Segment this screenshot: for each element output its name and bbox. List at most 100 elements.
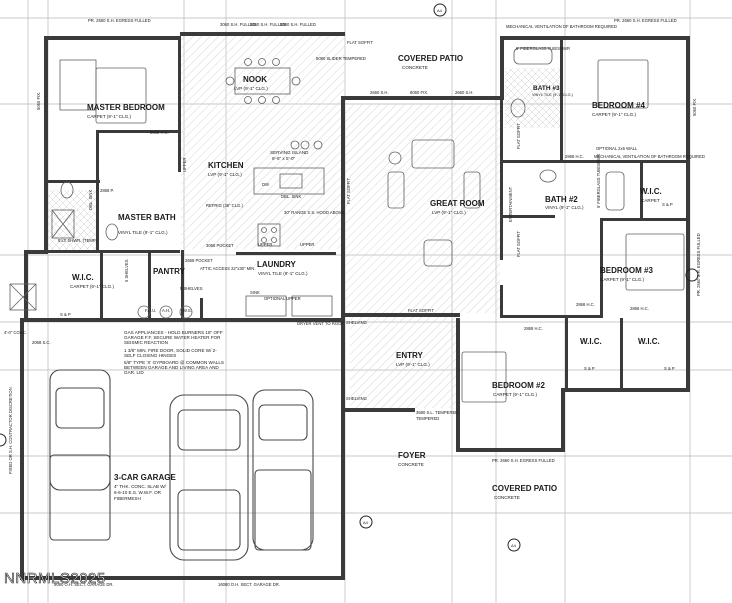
- room-name-garage: 3-CAR GARAGE: [114, 473, 176, 482]
- room-name-bedroom2: BEDROOM #2: [492, 381, 545, 390]
- room-name-wic-b4: W.I.C.: [640, 187, 662, 196]
- window-nook-door: 5080 SLIDER TEMPERED: [316, 56, 366, 61]
- sp-2: S & P: [584, 366, 595, 371]
- flat-soffit-4: FLAT SOFFIT: [516, 231, 521, 257]
- room-name-bedroom4: BEDROOM #4: [592, 101, 645, 110]
- closet-door-label: 2868 H.C.: [630, 306, 649, 311]
- sp-3: S & P: [664, 366, 675, 371]
- window-master-top: PR. 2660 S.H. EGRESS FULLED: [88, 18, 151, 23]
- flat-soffit-5: FLAT SOFFIT: [516, 123, 521, 149]
- room-spec-bedroom2: CARPET (9'-1" CLG.): [493, 392, 538, 397]
- note-fire-door: 1 3/8" MIN. FIRE DOOR, SOLID CORE W/ 2-S…: [124, 347, 217, 358]
- door-mb: 2868 P.: [100, 188, 114, 193]
- upper-label-1: UPPER: [182, 158, 187, 172]
- room-name-covered-patio-north: COVERED PATIO: [398, 54, 463, 63]
- room-spec-covered-patio-south: CONCRETE: [494, 495, 520, 500]
- flat-soffit-2: FLAT SOFFIT: [346, 178, 351, 204]
- room-name-great-room: GREAT ROOM: [430, 199, 485, 208]
- furniture: [9, 47, 685, 403]
- room-name-master-bedroom: MASTER BEDROOM: [87, 103, 165, 112]
- room-spec-master-bedroom: CARPET (9'-1" CLG.): [87, 114, 132, 119]
- room-name-laundry: LAUNDRY: [257, 260, 296, 269]
- garage-door-1: 9080 O.H. SECT. GARAGE DR.: [54, 582, 114, 587]
- ws-label: W.S.: [183, 308, 192, 313]
- sp-4: S & P: [662, 202, 673, 207]
- tempered-label: TEMPERED: [416, 416, 439, 421]
- window-callouts: PR. 2660 S.H. EGRESS FULLED 3060 S.H. FU…: [36, 18, 701, 463]
- flat-soffit-1: FLAT SOFFIT: [347, 40, 373, 45]
- door-b3-hc: 2868 H.C.: [576, 302, 595, 307]
- room-spec-serving-island: 8'-6" x 5'-0": [272, 156, 296, 161]
- garage-side-door-label: 2068 S.C.: [32, 340, 51, 345]
- room-spec-covered-patio-north: CONCRETE: [402, 65, 428, 70]
- room-name-bath3: BATH #3: [533, 85, 560, 92]
- shelving-label-1: SHELVING: [346, 320, 367, 325]
- door-b2-hc: 2868 H.C.: [524, 326, 543, 331]
- room-name-wic-b3a: W.I.C.: [580, 337, 602, 346]
- window-nook-3: 3060 S.H. FULLED: [280, 22, 316, 27]
- door-pantry-pocket: 2668 POCKET: [185, 258, 213, 263]
- window-gr-3: 2660 S.H.: [455, 90, 474, 95]
- room-spec-bedroom4: CARPET (9'-1" CLG.): [592, 112, 637, 117]
- dbl-sink-label: DBL. SINK: [281, 194, 301, 199]
- room-name-bedroom3: BEDROOM #3: [600, 266, 653, 275]
- window-gr-2: 8060 FIX.: [410, 90, 428, 95]
- room-name-covered-patio-south: COVERED PATIO: [492, 484, 557, 493]
- shelving-label-2: SHELVING: [346, 396, 367, 401]
- dbl-sink-master-label: DBL. SINK: [88, 190, 93, 210]
- window-b4-right: 5060 FIX.: [692, 98, 697, 116]
- room-name-bath2: BATH #2: [545, 195, 578, 204]
- shelves-2: 5 SHELVES: [180, 286, 203, 291]
- window-master-left: 5060 FIX.: [36, 92, 41, 110]
- tub-bath3-label: 5' FIBERGLASS TUB/SHWR: [516, 46, 570, 51]
- shower-label: 5'x3' SHWR. (TEMP): [58, 238, 98, 243]
- room-name-foyer: FOYER: [398, 451, 426, 460]
- entertainment-label: ENTERTAINMENT: [508, 186, 513, 222]
- window-gr-1: 2660 S.H.: [370, 90, 389, 95]
- window-b4-top: PR. 2660 S.H. EGRESS FULLED: [614, 18, 677, 23]
- walls: [20, 32, 690, 580]
- upper-label-3: UPPER: [300, 242, 314, 247]
- room-spec-garage-1: 4" THK. CONC. SLAB W/: [114, 484, 167, 489]
- room-name-master-bath: MASTER BATH: [118, 213, 176, 222]
- sink-label: SINK: [250, 290, 260, 295]
- flat-soffit-3: FLAT SOFFIT: [408, 308, 434, 313]
- room-spec-garage-2: 6-6-10 E.S. W.W.F. OR: [114, 490, 162, 495]
- upper-label-2: UPPER: [258, 242, 272, 247]
- refrig-label: REFRIG (36" CLG.): [206, 203, 243, 208]
- window-b3-right: PR. 2660 S.H. EGRESS FULLED: [696, 233, 701, 296]
- mech-vent-bath2: MECHANICAL VENTILATION OF BATHROOM REQUI…: [594, 154, 705, 159]
- window-nook-1: 3060 S.H. FULLED: [220, 22, 256, 27]
- room-spec-garage-3: FIBERMESH: [114, 496, 141, 501]
- note-type-x: 5/8" TYPE 'X' GYPBOARD @ COMMON WALLS BE…: [124, 360, 224, 376]
- room-name-wic-master: W.I.C.: [72, 273, 94, 282]
- sp-1: S & P: [60, 312, 71, 317]
- door-b4-hc: 2868 H.C.: [565, 154, 584, 159]
- door-laundry-pocket: 3068 POCKET: [206, 243, 234, 248]
- window-nook-2: 3060 S.H. FULLED: [250, 22, 286, 27]
- note-side-conc: 4'-0" CONC.: [4, 330, 27, 335]
- room-spec-bedroom3: CARPET (9'-1" CLG.): [600, 277, 645, 282]
- room-name-serving-island: SERVING ISLAND: [270, 150, 309, 155]
- shelves-1: 5 SHELVES: [124, 259, 129, 282]
- room-spec-foyer: CONCRETE: [398, 462, 424, 467]
- room-labels: NOOK LVP (9'-1" CLG.) MASTER BEDROOM CAR…: [70, 54, 662, 501]
- dw-label: DW: [262, 182, 269, 187]
- dryer-vent-label: DRYER VENT TO ROOF: [297, 321, 344, 326]
- room-name-entry: ENTRY: [396, 351, 423, 360]
- tub-bath2-label: 5' FIBERGLASS TUB/SHWR: [596, 154, 601, 208]
- room-name-nook: NOOK: [243, 75, 267, 84]
- fau-label: F.A.U.: [145, 308, 156, 313]
- room-spec-master-bath: VINYL TILE (9'-1" CLG.): [118, 230, 168, 235]
- room-name-kitchen: KITCHEN: [208, 161, 244, 170]
- window-b2-bottom: PR. 2660 S.H. EGRESS FULLED: [492, 458, 555, 463]
- watermark: NNRMLS2025: [4, 570, 106, 587]
- optional-upper-label: OPTIONAL UPPER: [264, 296, 301, 301]
- room-spec-wic-b4: CARPET: [641, 198, 660, 203]
- room-spec-entry: LVP (9'-1" CLG.): [396, 362, 430, 367]
- garage-cars: [49, 369, 314, 561]
- door-entry: 3680 S.L. TEMPERED: [416, 410, 458, 415]
- section-markers: A4 A4 A4: [0, 3, 699, 552]
- room-spec-nook: LVP (9'-1" CLG.): [234, 86, 268, 91]
